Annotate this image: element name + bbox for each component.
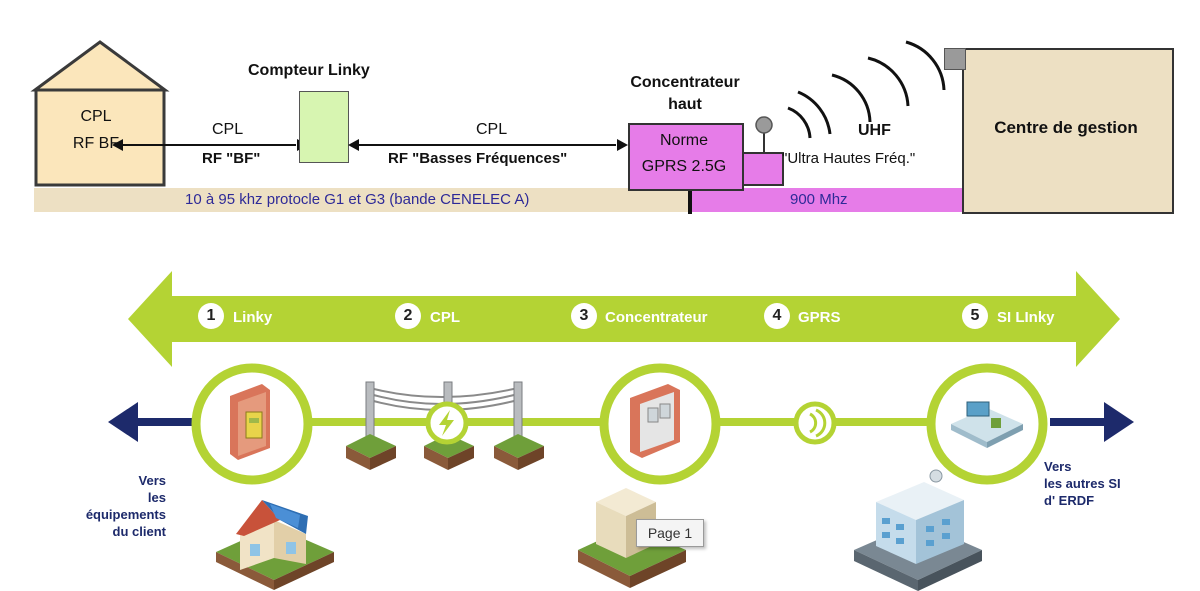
- concentrator-circle-icon: [599, 363, 721, 485]
- mid-link-arrow: [348, 139, 628, 151]
- step-2-number: 2: [395, 303, 421, 329]
- management-center-label: Centre de gestion: [994, 118, 1138, 137]
- meter-box: [299, 91, 349, 163]
- left-link-line2: RF "BF": [202, 150, 261, 167]
- meter-circle-icon: [191, 363, 313, 485]
- client-equipment-text: Vers les équipements du client: [40, 472, 166, 540]
- concentrator-box-line1: Norme: [659, 132, 708, 149]
- antenna-icon: [755, 116, 773, 154]
- erdf-text-line3: d' ERDF: [1044, 493, 1095, 508]
- step-2-label: CPL: [430, 309, 460, 326]
- uhf-desc: "Ultra Hautes Fréq.": [782, 150, 916, 167]
- house-icon: [30, 40, 170, 187]
- step-4-number: 4: [764, 303, 790, 329]
- erdf-text-line2: les autres SI: [1044, 476, 1121, 491]
- band-divider: [688, 186, 692, 214]
- meter-title: Compteur Linky: [248, 62, 370, 79]
- client-text-line1: Vers: [138, 473, 166, 488]
- step-5-label: SI LInky: [997, 309, 1055, 326]
- si-circle-icon: [926, 363, 1048, 485]
- radio-waves-icon: [787, 40, 946, 139]
- house-line1: CPL: [80, 108, 112, 125]
- step-5-number: 5: [962, 303, 988, 329]
- house-line2: RF BF: [72, 135, 120, 152]
- client-text-line2: les: [147, 490, 166, 505]
- step-4-label: GPRS: [798, 309, 841, 326]
- steps-double-arrow: [128, 271, 1120, 367]
- client-house-icon: [216, 500, 334, 590]
- uhf-title: UHF: [858, 122, 891, 139]
- band-900mhz-text: 900 Mhz: [790, 191, 848, 208]
- page-tooltip: Page 1: [636, 519, 704, 547]
- erdf-si-text: Vers les autres SI d' ERDF: [1044, 458, 1164, 509]
- client-text-line3: équipements: [85, 507, 166, 522]
- step-1-label: Linky: [233, 309, 273, 326]
- concentrator-title-line2: haut: [668, 96, 702, 113]
- concentrator-title-line1: Concentrateur: [630, 74, 740, 91]
- band-low-freq: [34, 188, 690, 212]
- mid-link-line2: RF "Basses Fréquences": [388, 150, 568, 167]
- concentrator-box-line2: GPRS 2.5G: [641, 158, 727, 175]
- management-center-corner: [944, 48, 966, 70]
- band-low-freq-text: 10 à 95 khz protocle G1 et G3 (bande CEN…: [185, 191, 530, 208]
- management-center-box: [962, 48, 1174, 214]
- mid-link-line1: CPL: [476, 121, 508, 138]
- lightning-icon: [425, 401, 469, 445]
- erdf-text-line1: Vers: [1044, 459, 1072, 474]
- office-building-icon: [854, 469, 982, 591]
- step-1-number: 1: [198, 303, 224, 329]
- band-900mhz: [692, 188, 964, 212]
- left-link-line1: CPL: [212, 121, 244, 138]
- step-3-label: Concentrateur: [605, 309, 708, 326]
- gprs-signal-icon: [793, 401, 837, 445]
- client-text-line4: du client: [112, 524, 166, 539]
- step-3-number: 3: [571, 303, 597, 329]
